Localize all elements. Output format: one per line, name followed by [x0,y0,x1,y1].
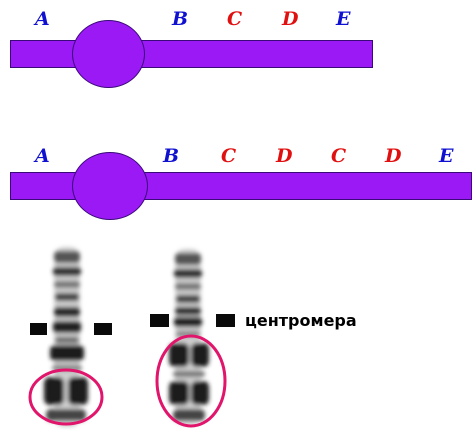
centromere-marker-right-1 [150,314,169,327]
gene-label-row1-c: C [227,8,243,30]
centromere-marker-right-2 [216,314,235,327]
gene-label-row2-d2: D [385,145,402,167]
centromere-caption: центромера [245,311,357,330]
centromere-marker-left-1 [30,323,47,335]
gene-label-row1-d: D [282,8,299,30]
gene-label-row2-d1: D [276,145,293,167]
gene-label-row2-a: A [35,145,50,167]
centromere-row1 [72,20,145,88]
gene-label-row2-c2: C [331,145,347,167]
gene-label-row2-b: B [163,145,180,167]
centromere-marker-left-2 [94,323,112,335]
gene-label-row1-a: A [35,8,50,30]
banded-chromosome-left [28,247,104,427]
chromosome-arm-row1 [10,40,373,68]
gene-label-row1-e: E [336,8,351,30]
centromere-row2 [72,152,148,220]
gene-label-row2-e: E [439,145,454,167]
gene-label-row1-b: B [172,8,189,30]
gene-label-row2-c1: C [221,145,237,167]
banded-chromosome-right [155,249,227,428]
